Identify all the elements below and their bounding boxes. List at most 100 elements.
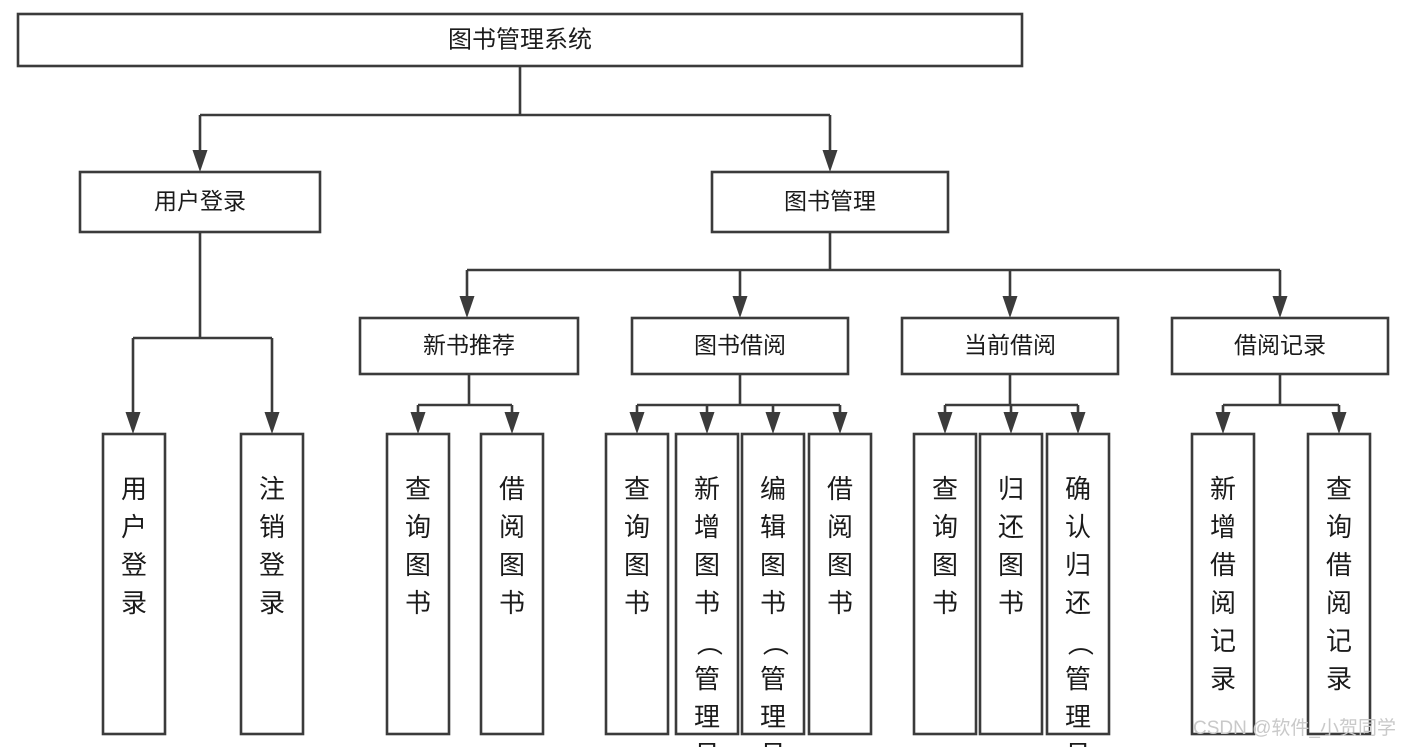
- node-label-char: 书: [760, 588, 786, 618]
- node-box[interactable]: [16, 12, 1024, 68]
- arrow-head-icon: [192, 150, 208, 172]
- node-label-char: 登: [121, 550, 147, 580]
- node-box[interactable]: [1306, 432, 1372, 736]
- node-box[interactable]: [101, 432, 167, 736]
- arrow-head-icon: [765, 412, 781, 434]
- arrow-head-icon: [264, 412, 280, 434]
- node-label-char: 员: [1065, 740, 1091, 747]
- arrow-head-icon: [1002, 296, 1018, 318]
- connector-drop: [1272, 270, 1288, 318]
- node-root[interactable]: 图书管理系统: [16, 12, 1024, 68]
- node-box[interactable]: [1045, 432, 1111, 736]
- node-box[interactable]: [978, 432, 1044, 736]
- node-label-char: 借: [827, 474, 853, 504]
- node-label-char: （: [1065, 630, 1095, 656]
- node-label-char: 理: [694, 702, 720, 732]
- node-box[interactable]: [385, 432, 451, 736]
- node-borrow-record[interactable]: 借阅记录: [1170, 316, 1390, 376]
- node-box[interactable]: [1170, 316, 1390, 376]
- connector-drop: [504, 405, 520, 434]
- node-box[interactable]: [912, 432, 978, 736]
- connector-drop: [732, 270, 748, 318]
- node-label-char: 销: [259, 512, 285, 542]
- connector-drop: [629, 405, 645, 434]
- node-label-char: 员: [760, 740, 786, 747]
- node-box[interactable]: [479, 432, 545, 736]
- node-label-char: 图: [760, 550, 786, 580]
- node-label-char: 图: [827, 550, 853, 580]
- arrow-head-icon: [1070, 412, 1086, 434]
- arrow-head-icon: [699, 412, 715, 434]
- node-label-char: （: [760, 630, 790, 656]
- node-box[interactable]: [1190, 432, 1256, 736]
- arrow-head-icon: [125, 412, 141, 434]
- node-label-char: 查: [405, 474, 431, 504]
- node-box[interactable]: [807, 432, 873, 736]
- arrow-head-icon: [1003, 412, 1019, 434]
- node-label-char: 书: [694, 588, 720, 618]
- arrow-head-icon: [1272, 296, 1288, 318]
- node-label-char: 录: [259, 588, 285, 618]
- connector-drop: [832, 405, 848, 434]
- node-leaf-user-login[interactable]: 用户登录: [101, 432, 167, 736]
- node-label-char: 录: [1326, 664, 1352, 694]
- node-label-char: 登: [259, 550, 285, 580]
- node-book-borrow[interactable]: 图书借阅: [630, 316, 850, 376]
- node-box[interactable]: [674, 432, 740, 736]
- node-label-char: 图: [405, 550, 431, 580]
- node-label: 借阅记录: [1234, 332, 1326, 358]
- node-box[interactable]: [630, 316, 850, 376]
- node-layer: 图书管理系统用户登录图书管理新书推荐图书借阅当前借阅借阅记录用户登录注销登录查询…: [16, 12, 1390, 747]
- arrow-head-icon: [937, 412, 953, 434]
- node-label-char: 户: [121, 512, 147, 542]
- node-label-char: 阅: [1326, 588, 1352, 618]
- node-box[interactable]: [358, 316, 580, 376]
- node-label-char: 理: [760, 702, 786, 732]
- node-label-char: 阅: [1210, 588, 1236, 618]
- arrow-head-icon: [459, 296, 475, 318]
- node-label-char: 阅: [827, 512, 853, 542]
- connector-drop: [765, 405, 781, 434]
- node-label-char: 管: [694, 664, 720, 694]
- node-label-char: 辑: [760, 512, 786, 542]
- connector-drop: [1215, 405, 1231, 434]
- node-box[interactable]: [78, 170, 322, 234]
- connector-drop: [1070, 405, 1086, 434]
- node-label-char: 图: [998, 550, 1024, 580]
- node-book-manage[interactable]: 图书管理: [710, 170, 950, 234]
- node-box[interactable]: [740, 432, 806, 736]
- node-box[interactable]: [710, 170, 950, 234]
- node-box[interactable]: [604, 432, 670, 736]
- connector-drop: [459, 270, 475, 318]
- node-label-char: 认: [1065, 512, 1091, 542]
- arrow-head-icon: [629, 412, 645, 434]
- node-box[interactable]: [239, 432, 305, 736]
- node-label-char: 理: [1065, 702, 1091, 732]
- node-label-char: 书: [499, 588, 525, 618]
- node-label-char: 书: [932, 588, 958, 618]
- node-label: 图书管理: [784, 188, 876, 214]
- node-label-char: 确: [1065, 474, 1091, 504]
- node-label-char: 增: [694, 512, 720, 542]
- node-user-login[interactable]: 用户登录: [78, 170, 322, 234]
- node-box[interactable]: [900, 316, 1120, 376]
- node-current-borrow[interactable]: 当前借阅: [900, 316, 1120, 376]
- node-label-char: 注: [259, 474, 285, 504]
- node-label-char: 新: [1210, 474, 1236, 504]
- node-label-char: 书: [998, 588, 1024, 618]
- arrow-head-icon: [832, 412, 848, 434]
- node-new-book-recommend[interactable]: 新书推荐: [358, 316, 580, 376]
- node-label-char: 查: [1326, 474, 1352, 504]
